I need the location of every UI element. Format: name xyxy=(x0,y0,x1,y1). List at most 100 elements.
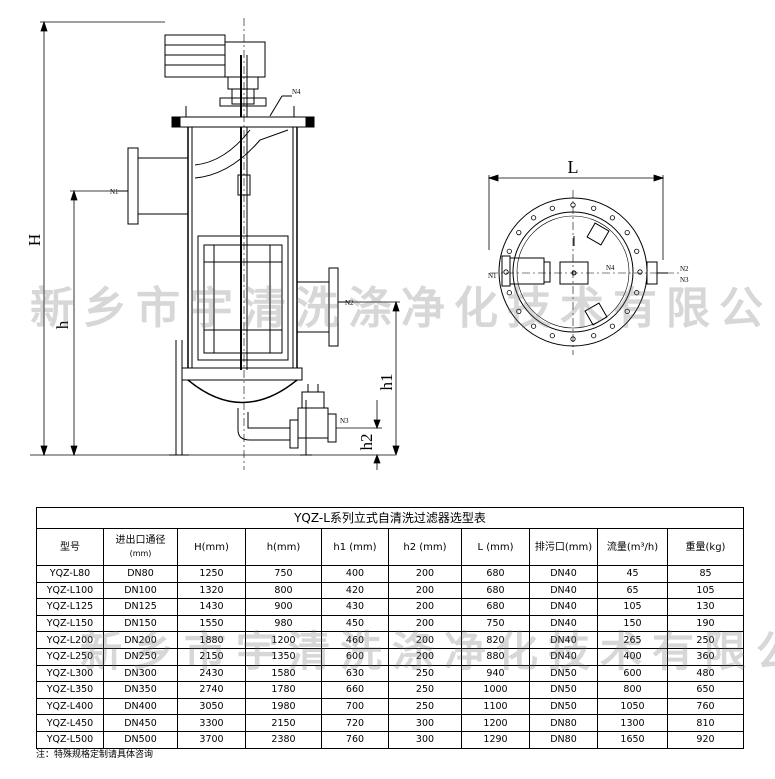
table-cell: 250 xyxy=(388,664,462,683)
table-cell: 600 xyxy=(321,647,389,666)
col-header-bore: 进出口通径(mm) xyxy=(103,528,178,566)
table-cell: 250 xyxy=(388,681,462,699)
col-header-H: H(mm) xyxy=(177,528,246,566)
table-cell: DN80 xyxy=(103,565,178,583)
port-label-n2-top: N2 xyxy=(680,265,689,273)
table-cell: 750 xyxy=(461,614,530,633)
table-cell: YQZ-L250 xyxy=(36,647,104,666)
table-cell: 1300 xyxy=(597,714,668,732)
col-header-flow: 流量(m³/h) xyxy=(597,528,668,566)
dimension-lines xyxy=(40,20,665,470)
table-header-row: 型号 进出口通径(mm) H(mm) h(mm) h1 (mm) h2 (mm)… xyxy=(36,528,744,566)
bolt-hole xyxy=(609,215,616,221)
table-cell: 420 xyxy=(321,581,389,600)
table-cell: 300 xyxy=(388,730,462,749)
table-cell: 1980 xyxy=(245,697,322,716)
table-cell: 3700 xyxy=(177,730,246,749)
table-cell: 430 xyxy=(321,598,389,616)
table-cell: DN40 xyxy=(529,631,598,649)
table-cell: 360 xyxy=(667,647,744,666)
table-cell: 760 xyxy=(321,730,389,749)
bolt-hole xyxy=(516,308,522,314)
technical-drawing: H h h1 h2 L N1 N2 N3 N4 N1 N2 N3 N4 xyxy=(25,18,689,470)
table-cell: 450 xyxy=(321,614,389,633)
port-label-n2-front: N2 xyxy=(345,299,354,307)
col-header-h: h(mm) xyxy=(245,528,322,566)
port-label-n4-top: N4 xyxy=(606,264,615,272)
table-cell: 750 xyxy=(245,565,322,583)
table-cell: YQZ-L450 xyxy=(36,714,104,732)
table-cell: 600 xyxy=(597,664,668,683)
table-cell: 65 xyxy=(597,581,668,600)
bolt-hole xyxy=(624,308,630,314)
table-cell: 200 xyxy=(388,581,462,600)
top-view xyxy=(490,190,680,355)
table-cell: 1000 xyxy=(461,681,530,699)
table-cell: 105 xyxy=(667,581,744,600)
table-cell: 200 xyxy=(388,598,462,616)
table-cell: 720 xyxy=(321,714,389,732)
selection-table: YQZ-L系列立式自清洗过滤器选型表 型号 进出口通径(mm) H(mm) h(… xyxy=(36,507,744,749)
bolt-hole xyxy=(609,323,616,329)
table-cell: 1200 xyxy=(245,631,322,649)
table-cell: YQZ-L100 xyxy=(36,581,104,600)
table-cell: 250 xyxy=(388,697,462,716)
table-cell: 800 xyxy=(597,681,668,699)
table-cell: DN300 xyxy=(103,664,178,683)
table-cell: 920 xyxy=(667,730,744,749)
table-cell: 2150 xyxy=(177,647,246,666)
table-cell: DN500 xyxy=(103,730,178,749)
col-header-h1: h1 (mm) xyxy=(321,528,389,566)
table-cell: 1320 xyxy=(177,581,246,600)
table-cell: 300 xyxy=(388,714,462,732)
port-label-n3-front: N3 xyxy=(340,417,349,425)
bolt-hole xyxy=(506,248,512,254)
table-cell: 1550 xyxy=(177,614,246,633)
table-cell: YQZ-L350 xyxy=(36,681,104,699)
table-cell: 1100 xyxy=(461,697,530,716)
table-cell: 200 xyxy=(388,614,462,633)
table-cell: DN50 xyxy=(529,697,598,716)
table-cell: DN350 xyxy=(103,681,178,699)
table-cell: 1350 xyxy=(245,647,322,666)
table-cell: 1050 xyxy=(597,697,668,716)
table-cell: 630 xyxy=(321,664,389,683)
table-cell: 650 xyxy=(667,681,744,699)
table-cell: 460 xyxy=(321,631,389,649)
dim-label-h1: h1 xyxy=(377,374,396,391)
table-cell: 105 xyxy=(597,598,668,616)
table-cell: 1650 xyxy=(597,730,668,749)
table-cell: 3300 xyxy=(177,714,246,732)
table-cell: 1880 xyxy=(177,631,246,649)
table-cell: 1780 xyxy=(245,681,322,699)
col-header-weight: 重量(kg) xyxy=(667,528,744,566)
table-cell: DN40 xyxy=(529,581,598,600)
bolt-hole xyxy=(637,269,643,275)
table-cell: 45 xyxy=(597,565,668,583)
table-cell: 940 xyxy=(461,664,530,683)
table-cell: 480 xyxy=(667,664,744,683)
bolt-hole xyxy=(503,269,509,275)
bolt-hole xyxy=(506,290,512,296)
table-cell: DN250 xyxy=(103,647,178,666)
table-cell: 980 xyxy=(245,614,322,633)
table-cell: 2430 xyxy=(177,664,246,683)
table-cell: 880 xyxy=(461,647,530,666)
bolt-hole xyxy=(591,205,597,211)
bolt-hole xyxy=(549,333,555,339)
table-cell: DN40 xyxy=(529,614,598,633)
table-cell: DN80 xyxy=(529,714,598,732)
port-label-n1-top: N1 xyxy=(488,272,497,280)
table-cell: 2150 xyxy=(245,714,322,732)
table-cell: 3050 xyxy=(177,697,246,716)
table-cell: 760 xyxy=(667,697,744,716)
table-cell: YQZ-L400 xyxy=(36,697,104,716)
table-note: 注：特殊规格定制请具体咨询 xyxy=(36,750,154,760)
port-label-n3-top: N3 xyxy=(680,276,689,284)
table-cell: YQZ-L500 xyxy=(36,730,104,749)
